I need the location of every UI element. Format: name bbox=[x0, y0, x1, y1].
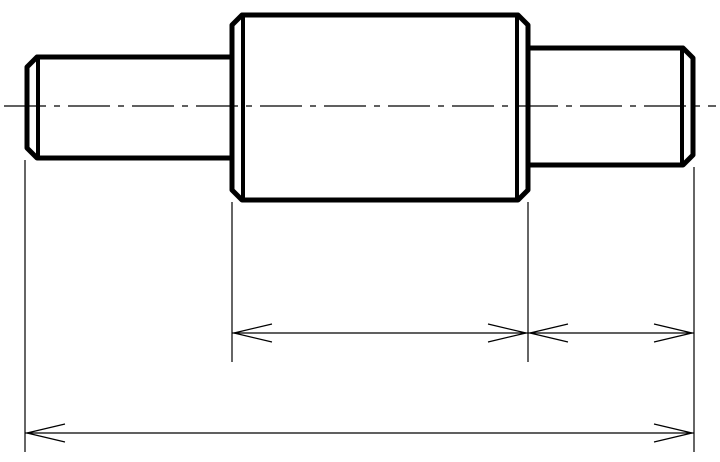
arrowhead-right bbox=[487, 323, 527, 343]
center-cylinder bbox=[229, 12, 531, 203]
arrowhead-left bbox=[233, 323, 273, 343]
arrowhead-left bbox=[529, 323, 569, 343]
arrowhead-right bbox=[653, 423, 693, 443]
arrowhead-left bbox=[26, 423, 66, 443]
arrowhead-right bbox=[653, 323, 693, 343]
dimension-overall-length bbox=[25, 423, 694, 443]
dimension-cylinder-length bbox=[232, 323, 528, 343]
left-journal-body bbox=[24, 54, 235, 161]
dimension-right-journal-length bbox=[528, 323, 694, 343]
center-cylinder-body bbox=[229, 12, 531, 203]
left-shaft-journal bbox=[24, 54, 235, 161]
